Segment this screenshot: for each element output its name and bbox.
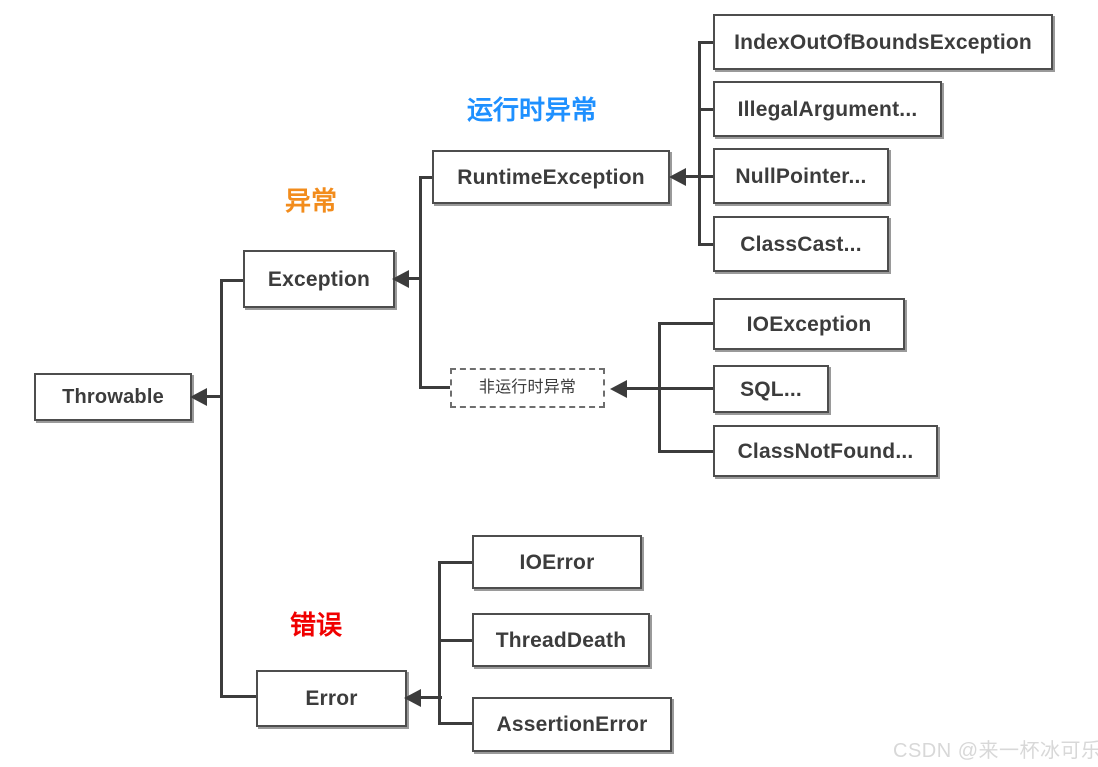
node-runtime-exception[interactable]: RuntimeException	[432, 150, 670, 204]
node-error[interactable]: Error	[256, 670, 407, 727]
error-arrowhead	[404, 689, 421, 707]
node-exception[interactable]: Exception	[243, 250, 395, 308]
node-class-cast-exception-label: ClassCast...	[740, 232, 862, 256]
error-inbound-line	[418, 696, 442, 699]
node-io-error-label: IOError	[519, 550, 595, 574]
node-illegal-argument-exception-label: IllegalArgument...	[737, 97, 918, 121]
node-assertion-error-label: AssertionError	[496, 713, 648, 736]
node-non-runtime-exception[interactable]: 非运行时异常	[450, 368, 605, 408]
node-exception-label: Exception	[267, 267, 371, 291]
runtime-inbound-line	[684, 175, 702, 178]
error-child-stub-1	[438, 639, 476, 642]
node-throwable[interactable]: Throwable	[34, 373, 192, 421]
node-thread-death-label: ThreadDeath	[495, 628, 627, 652]
nonruntime-child-stub-2	[658, 450, 716, 453]
exception-spine-vertical	[419, 176, 422, 389]
error-child-stub-0	[438, 561, 476, 564]
nonruntime-inbound-line	[625, 387, 661, 390]
node-null-pointer-exception[interactable]: NullPointer...	[713, 148, 889, 204]
tag-runtime-exception: 运行时异常	[467, 95, 598, 125]
runtime-child-stub-0	[698, 41, 716, 44]
runtime-child-stub-3	[698, 243, 716, 246]
node-throwable-label: Throwable	[62, 386, 164, 408]
throwable-arrowhead	[190, 388, 207, 406]
error-child-stub-2	[438, 722, 476, 725]
error-spine-vertical	[438, 561, 441, 725]
exception-arrowhead	[392, 270, 409, 288]
node-class-not-found-exception[interactable]: ClassNotFound...	[713, 425, 938, 477]
exception-to-nonruntime-stub	[419, 386, 452, 389]
node-thread-death[interactable]: ThreadDeath	[472, 613, 650, 667]
runtime-arrowhead	[669, 168, 686, 186]
node-runtime-exception-label: RuntimeException	[457, 165, 645, 189]
node-illegal-argument-exception[interactable]: IllegalArgument...	[713, 81, 942, 137]
throwable-inbound-line	[205, 395, 223, 398]
throwable-spine-vertical	[220, 279, 223, 698]
node-assertion-error[interactable]: AssertionError	[472, 697, 672, 752]
node-sql-exception[interactable]: SQL...	[713, 365, 829, 413]
node-class-cast-exception[interactable]: ClassCast...	[713, 216, 889, 272]
runtime-spine-vertical	[698, 41, 701, 245]
node-io-exception-label: IOException	[746, 312, 872, 336]
throwable-to-error-stub	[220, 695, 258, 698]
exception-inbound-line	[404, 277, 422, 280]
node-null-pointer-exception-label: NullPointer...	[735, 164, 867, 188]
node-sql-exception-label: SQL...	[740, 377, 802, 401]
tag-exception: 异常	[285, 186, 338, 216]
node-io-exception[interactable]: IOException	[713, 298, 905, 350]
node-error-label: Error	[305, 687, 358, 710]
nonruntime-child-stub-1	[658, 387, 716, 390]
runtime-child-stub-2	[698, 175, 716, 178]
exception-to-runtime-stub	[419, 176, 435, 179]
node-class-not-found-exception-label: ClassNotFound...	[737, 439, 914, 463]
nonruntime-arrowhead	[610, 380, 627, 398]
runtime-child-stub-1	[698, 108, 716, 111]
csdn-watermark: CSDN @来一杯冰可乐	[893, 740, 1098, 762]
node-non-runtime-exception-label: 非运行时异常	[478, 379, 577, 396]
nonruntime-child-stub-0	[658, 322, 716, 325]
throwable-to-exception-stub	[220, 279, 245, 282]
tag-error: 错误	[290, 610, 343, 640]
node-index-out-of-bounds-exception-label: IndexOutOfBoundsException	[734, 30, 1032, 54]
node-index-out-of-bounds-exception[interactable]: IndexOutOfBoundsException	[713, 14, 1053, 70]
node-io-error[interactable]: IOError	[472, 535, 642, 589]
